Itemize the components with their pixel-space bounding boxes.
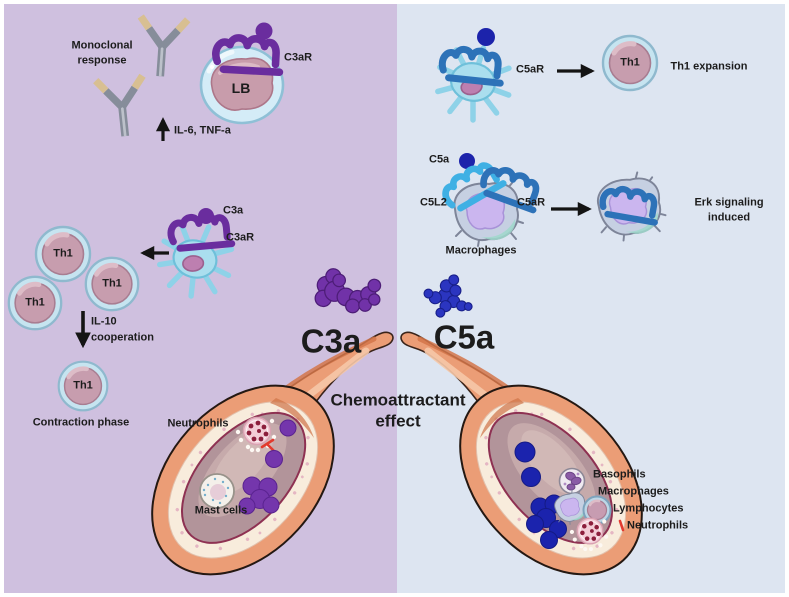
lymphocytes-label: Lymphocytes (613, 502, 684, 515)
antibody-icon (96, 16, 188, 138)
neutrophils-label-right: Neutrophils (627, 519, 689, 532)
mast-cells-label: Mast cells (194, 504, 248, 517)
monoclonal-response-label: response (77, 54, 127, 67)
mast-cell (199, 473, 235, 509)
macrophages-vessel-label: Macrophages (598, 485, 669, 498)
c5a-molecule-dot (459, 153, 475, 169)
left-vessel-contents (199, 416, 297, 515)
th1-label: Th1 (102, 277, 122, 290)
neutrophils-label-left: Neutrophils (167, 417, 229, 430)
c3a-molecule-structure (309, 260, 386, 321)
c5l2-label: C5L2 (420, 196, 447, 209)
il10-label: IL-10 (91, 315, 117, 328)
erk-signaling-label: Erk signaling (694, 196, 764, 209)
c3a-molecule-dot (255, 22, 273, 40)
chemoattractant-label: effect (375, 411, 421, 431)
right-blood-vessel (401, 332, 678, 597)
macrophages-label: Macrophages (445, 244, 517, 257)
il6-tnfa-label: IL-6, TNF-a (174, 124, 231, 137)
c3a-molecule-dot (238, 419, 297, 515)
c5a-label: C5a (429, 153, 450, 166)
macrophage-cell (453, 176, 524, 247)
th1-label: Th1 (25, 296, 45, 309)
c3ar-label-mid: C3aR (226, 231, 255, 244)
cooperation-label: cooperation (91, 331, 154, 344)
c3a-big-label: C3a (300, 322, 362, 360)
th1-label: Th1 (620, 56, 640, 69)
contraction-phase-label: Contraction phase (32, 416, 130, 429)
chemoattractant-label: Chemoattractant (330, 390, 466, 410)
c5ar-label-mid: C5aR (517, 196, 546, 209)
c5ar-label-top: C5aR (516, 63, 545, 76)
inhibition-tick-icon (618, 519, 625, 532)
monoclonal-response-label: Monoclonal (71, 39, 133, 52)
c3a-label: C3a (223, 204, 244, 217)
c5a-molecule-dot (514, 441, 567, 549)
th1-label: Th1 (53, 247, 73, 260)
lb-label: LB (231, 80, 251, 96)
c3a-molecule-dot (198, 208, 214, 224)
c5a-molecule-structure (418, 267, 480, 326)
right-vessel-contents (514, 441, 625, 552)
c3ar-label-top: C3aR (284, 51, 313, 64)
erk-signaling-label: induced (707, 211, 751, 224)
th1-expansion-label: Th1 expansion (670, 60, 748, 73)
th1-label: Th1 (73, 379, 93, 392)
c5a-molecule-dot (477, 28, 495, 46)
c5a-big-label: C5a (433, 318, 495, 356)
left-blood-vessel (116, 332, 393, 597)
basophils-label: Basophils (593, 468, 646, 481)
